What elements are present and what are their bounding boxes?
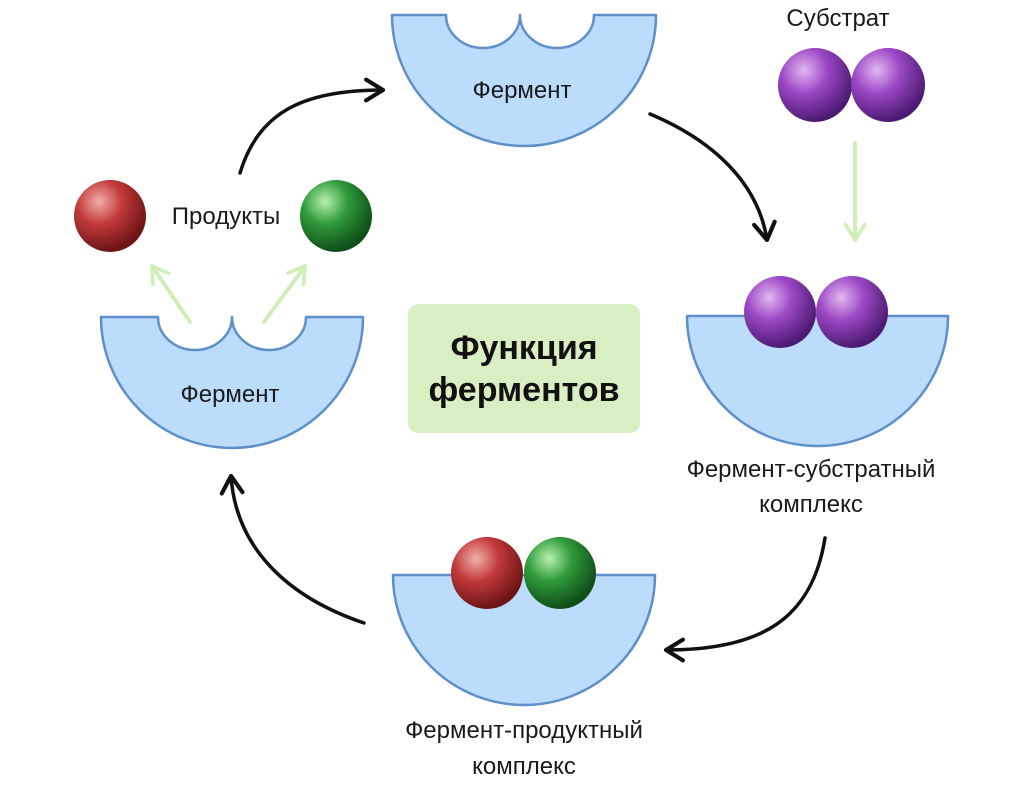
es-complex-substrate-ball-right bbox=[816, 276, 888, 348]
product-release-arrow-left bbox=[150, 264, 192, 324]
product-release-arrow-right bbox=[262, 264, 307, 324]
cycle-arrow-to-left-enzyme bbox=[219, 473, 366, 625]
cycle-arrow-to-ep-complex bbox=[663, 536, 827, 663]
substrate-label: Субстрат bbox=[786, 5, 890, 32]
enzyme-top-label: Фермент bbox=[472, 77, 572, 104]
substrate-ball-right bbox=[851, 48, 925, 122]
es-complex-enzyme-shape bbox=[685, 314, 950, 448]
ep-complex-product-red-ball bbox=[451, 537, 523, 609]
ep-complex-label-line1: Фермент-продуктный bbox=[405, 717, 643, 744]
es-complex-label-line2: комплекс bbox=[759, 491, 863, 518]
products-label: Продукты bbox=[171, 203, 281, 230]
center-title-line1: Функция bbox=[450, 328, 598, 367]
ep-complex-enzyme-shape bbox=[391, 573, 657, 707]
ep-complex-label-line2: комплекс bbox=[472, 753, 576, 780]
es-complex-substrate-ball-left bbox=[744, 276, 816, 348]
product-red-ball bbox=[74, 180, 146, 252]
ep-complex-product-green-ball bbox=[524, 537, 596, 609]
center-title-box: Функция ферментов bbox=[408, 304, 640, 433]
enzyme-left-label: Фермент bbox=[180, 381, 280, 408]
es-complex-label-line1: Фермент-субстратный bbox=[686, 456, 936, 483]
enzyme-top-shape bbox=[390, 13, 658, 148]
cycle-arrow-to-es-complex bbox=[648, 112, 777, 243]
cycle-arrow-to-top-enzyme bbox=[238, 77, 386, 175]
center-title-line2: ферментов bbox=[428, 370, 620, 409]
substrate-ball-left bbox=[778, 48, 852, 122]
product-green-ball bbox=[300, 180, 372, 252]
enzyme-left-shape bbox=[99, 315, 365, 450]
